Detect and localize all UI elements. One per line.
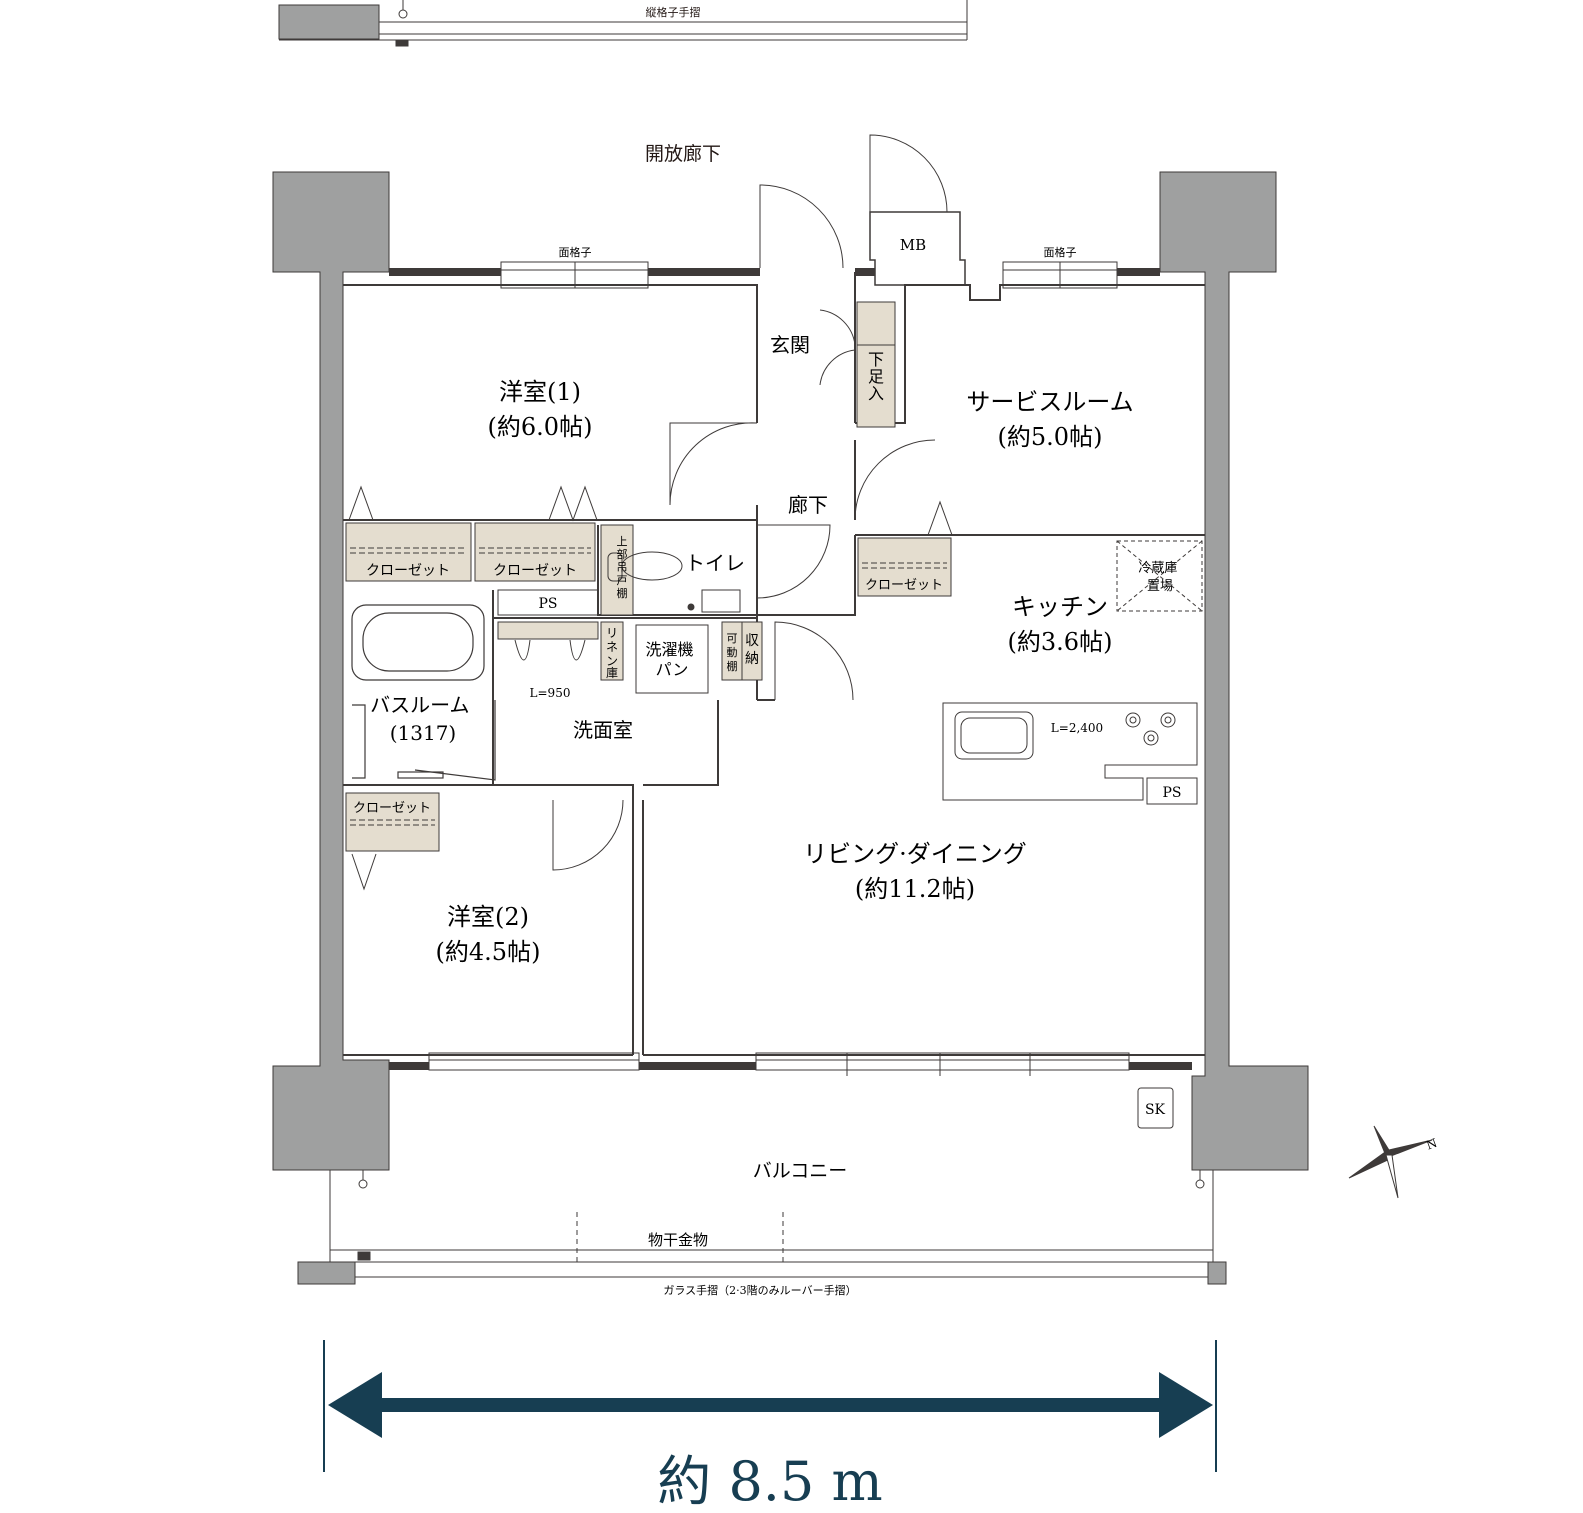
movable-shelf-label: 可動棚 [727, 632, 738, 673]
doors [552, 134, 948, 871]
washer-pan-label: 洗濯機 パン [645, 640, 698, 679]
room-size: (約4.5帖) [436, 938, 541, 966]
closet-label: クローゼット [493, 563, 577, 579]
room-ldk: リビング·ダイニング (約11.2帖) [803, 840, 1027, 903]
room-name: キッチン [1012, 593, 1108, 621]
room-name: リビング·ダイニング [803, 840, 1027, 868]
corridor-label: 廊下 [788, 493, 828, 517]
grille-right-label: 面格子 [1044, 245, 1077, 259]
drying-hardware-label: 物干金物 [648, 1231, 708, 1249]
bathtub [351, 604, 496, 781]
upper-railing [278, 0, 968, 47]
fridge-label: 冷蔵庫 置場 [1138, 561, 1181, 594]
windows [428, 261, 1130, 1076]
l950-label: L=950 [530, 686, 571, 700]
toilet-fixtures [600, 524, 741, 616]
room-kitchen: キッチン (約3.6帖) [1008, 593, 1113, 656]
room-name: 洋室(1) [499, 378, 581, 406]
closets [345, 485, 953, 891]
compass-icon [1348, 1125, 1433, 1199]
linen-label: リネン庫 [606, 626, 618, 680]
exterior-walls [389, 268, 1192, 1070]
ps-kitchen-label: PS [1162, 785, 1181, 801]
washroom-fixtures [497, 621, 763, 694]
north-label: N [1424, 1136, 1439, 1153]
mb-label: MB [900, 236, 926, 254]
bathroom-label: バスルーム (1317) [370, 693, 476, 745]
upper-cabinet-label: 上部吊戸棚 [617, 535, 628, 600]
room-size: (約6.0帖) [488, 413, 593, 441]
washroom-label: 洗面室 [573, 718, 633, 742]
mb-box [869, 211, 966, 286]
ps-top-label: PS [538, 596, 557, 612]
room-name: 洋室(2) [447, 903, 529, 931]
storage-label: 収納 [745, 633, 759, 667]
open-corridor-label: 開放廊下 [645, 143, 721, 165]
shoe-storage-label: 下足入 [868, 350, 884, 403]
room-name: サービスルーム [966, 388, 1133, 416]
width-dimension [323, 1340, 1217, 1472]
fridge-space [1116, 540, 1203, 612]
glass-railing-label: ガラス手摺（2·3階のみルーバー手摺） [663, 1283, 856, 1297]
kitchen-counter-label: L=2,400 [1051, 721, 1103, 735]
balcony [297, 1087, 1227, 1285]
room-western2: 洋室(2) (約4.5帖) [436, 903, 541, 966]
room-size: (約11.2帖) [855, 875, 975, 903]
top-railing-label: 縦格子手摺 [646, 5, 701, 19]
room-service: サービスルーム (約5.0帖) [966, 388, 1133, 451]
sk-label: SK [1145, 1102, 1166, 1118]
width-dimension-label: 約 8.5 m [657, 1450, 882, 1513]
entrance-label: 玄関 [770, 333, 810, 357]
room-size: (約5.0帖) [998, 423, 1103, 451]
toilet-label: トイレ [685, 551, 745, 575]
closet-label: クローゼット [366, 563, 450, 579]
closet-label: クローゼット [865, 578, 943, 593]
room-size: (約3.6帖) [1008, 628, 1113, 656]
balcony-label: バルコニー [753, 1160, 848, 1182]
shoe-storage [856, 301, 896, 428]
room-western1: 洋室(1) (約6.0帖) [488, 378, 593, 441]
grille-left-label: 面格子 [559, 245, 592, 259]
ps-box [497, 589, 599, 616]
closet-label: クローゼット [353, 801, 431, 816]
interior-walls [343, 272, 1205, 1056]
kitchen-counter [942, 702, 1198, 805]
